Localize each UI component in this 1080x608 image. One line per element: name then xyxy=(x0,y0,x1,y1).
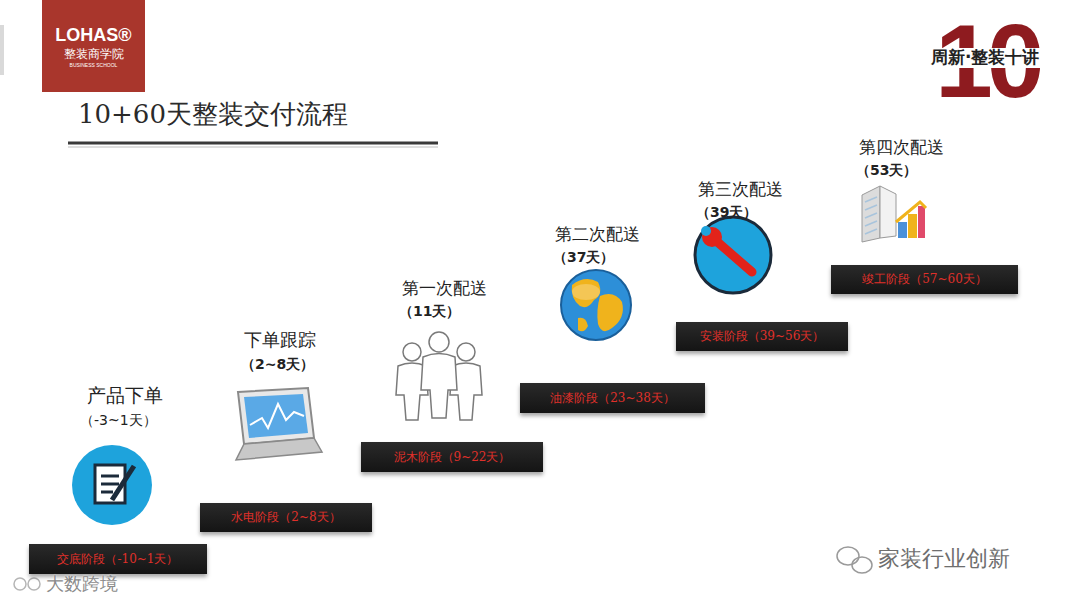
stage-bar: 竣工阶段（57~60天） xyxy=(831,265,1018,294)
wrench-icon xyxy=(695,217,771,293)
building-icon xyxy=(862,186,926,242)
title-underline-shadow xyxy=(68,147,438,148)
title-underline xyxy=(68,142,438,145)
stage-text: 油漆阶段（23~38天） xyxy=(550,390,675,407)
stage-text: 水电阶段（2~8天） xyxy=(231,509,340,526)
logo-wordmark: LOHAS® xyxy=(42,26,145,46)
edge-mark xyxy=(0,25,4,75)
step-days: （2~8天） xyxy=(241,356,314,372)
step-name: 第一次配送 xyxy=(402,279,487,299)
people-icon xyxy=(396,332,482,420)
logo-box: LOHAS® 整装商学院 BUSINESS SCHOOL xyxy=(42,0,145,92)
stage-bar: 泥木阶段（9~22天） xyxy=(361,442,543,472)
step-name: 产品下单 xyxy=(87,385,163,407)
stage-text: 泥木阶段（9~22天） xyxy=(394,449,511,466)
stage-bar: 安装阶段（39~56天） xyxy=(676,322,848,351)
step-name: 下单跟踪 xyxy=(244,330,316,351)
logo-tagline: BUSINESS SCHOOL xyxy=(42,63,145,69)
series-name: 周新·整装十讲 xyxy=(928,48,1042,68)
step-name: 第三次配送 xyxy=(698,180,783,200)
stage-bar: 油漆阶段（23~38天） xyxy=(520,383,705,413)
stage-bar: 水电阶段（2~8天） xyxy=(200,503,372,532)
watermark: 家装行业创新 xyxy=(878,546,1010,571)
stage-bar: 交底阶段（-10~1天） xyxy=(29,544,207,574)
watermark-logo xyxy=(14,578,40,590)
globe-icon xyxy=(561,270,631,340)
notepad-icon xyxy=(72,445,152,525)
stage-text: 安装阶段（39~56天） xyxy=(700,328,825,345)
step-days: （39天） xyxy=(696,204,757,220)
step-days: （-3~1天） xyxy=(80,412,157,428)
logo-subtitle: 整装商学院 xyxy=(42,48,145,61)
step-days: （37天） xyxy=(553,249,614,265)
step-name: 第二次配送 xyxy=(555,225,640,245)
step-days: （11天） xyxy=(399,303,460,319)
step-days: （53天） xyxy=(856,162,917,178)
title: 10+60天整装交付流程 xyxy=(78,100,348,130)
stage-text: 竣工阶段（57~60天） xyxy=(862,271,987,288)
watermark: 大数跨境 xyxy=(46,574,118,595)
laptop-icon xyxy=(236,388,322,460)
wechat-icon xyxy=(837,547,872,573)
stage-text: 交底阶段（-10~1天） xyxy=(57,551,178,568)
step-name: 第四次配送 xyxy=(859,138,944,158)
